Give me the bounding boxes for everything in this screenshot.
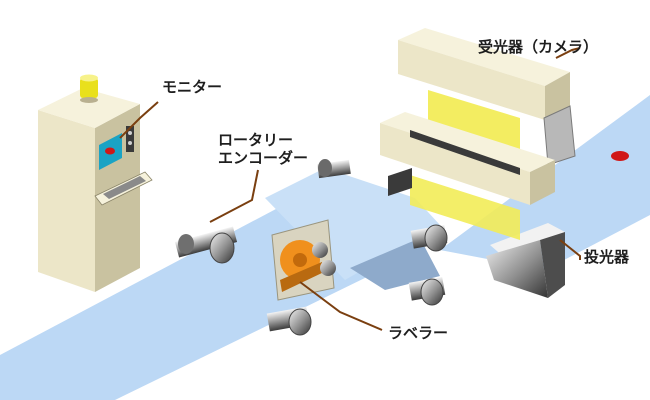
receiver-camera (380, 28, 576, 240)
roller-lower-right (408, 277, 446, 306)
screen-defect-icon (105, 147, 115, 155)
monitor-label: モニター (162, 78, 222, 96)
roller-center-right (410, 224, 448, 252)
projector-side (540, 232, 565, 298)
receiver-top-side (545, 72, 570, 120)
projector-top (490, 223, 565, 258)
monitor-cabinet (38, 74, 153, 292)
encoder-label-line1: ロータリー (218, 131, 293, 149)
labeler-leader-line (299, 281, 383, 331)
receiver-lower-front (380, 123, 530, 205)
cabinet-button-1 (128, 131, 132, 135)
encoder-end (178, 234, 194, 254)
cabinet-button-2 (128, 141, 132, 145)
light-beam-lower (410, 175, 520, 240)
cabinet-button-panel (126, 126, 134, 152)
cabinet-front (38, 110, 95, 292)
cabinet-top (38, 88, 140, 128)
labeler-roller-1 (312, 242, 328, 258)
labeler-belt (280, 262, 324, 292)
roller-lower-right-icon (420, 278, 444, 306)
web-defect-icon (611, 151, 629, 161)
receiver-leader-line (555, 47, 581, 59)
receiver-label: 受光器（カメラ） (478, 38, 598, 56)
lamp-top (80, 74, 98, 82)
projector-front (486, 240, 548, 298)
monitor-leader-line (119, 101, 159, 139)
labeler-roller-2 (320, 260, 336, 276)
receiver-lower-side (530, 160, 555, 205)
projector (486, 223, 565, 298)
receiver-top-face (398, 28, 570, 86)
lamp-icon (80, 78, 98, 98)
keyboard (103, 176, 146, 199)
projector-label: 投光器 (584, 248, 630, 266)
labeler-wheel-hub (293, 253, 307, 267)
roller-bottom-icon (288, 308, 312, 336)
web-shadow (350, 238, 440, 290)
encoder-label-line2: エンコーダー (218, 149, 308, 167)
receiver-slot (410, 130, 520, 175)
lamp-base (80, 97, 98, 103)
roller-top-left-end (318, 159, 332, 177)
roller-center-right-icon (424, 224, 448, 252)
labeler (266, 219, 336, 336)
labeler-label: ラベラー (388, 324, 448, 342)
rotary-encoder (174, 226, 238, 264)
projector-leader-line (559, 239, 581, 260)
receiver-bracket (543, 105, 576, 166)
roller-top-left (317, 159, 351, 179)
receiver-top-front (398, 40, 545, 120)
encoder-leader-line (209, 169, 259, 223)
encoder-body-icon (209, 232, 235, 264)
receiver-lower-face (380, 112, 555, 172)
receiver-base-block (388, 168, 412, 196)
web-band-center (265, 168, 440, 280)
